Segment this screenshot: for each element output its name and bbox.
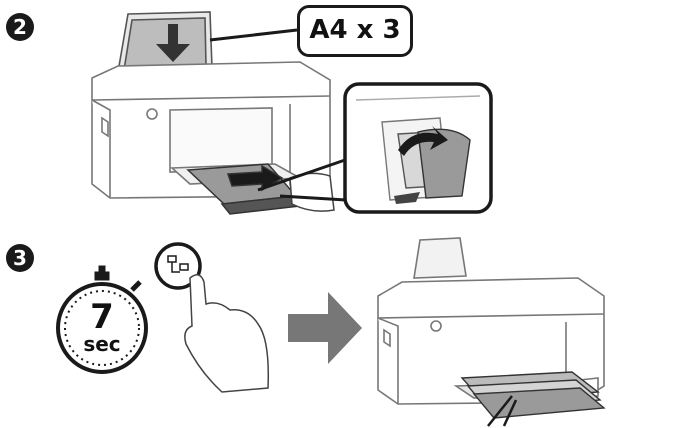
timer-unit: sec — [83, 332, 121, 356]
hand-icon — [289, 172, 335, 212]
printed-paper — [460, 371, 606, 419]
network-button-icon — [154, 242, 202, 290]
stopwatch-icon — [56, 265, 148, 374]
paper-quantity-callout: A4 x 3 — [297, 5, 413, 57]
timer-seconds: 7 — [90, 297, 114, 337]
right-arrow-icon — [288, 292, 362, 364]
hand-press-icon — [184, 274, 270, 393]
step-2-badge: 2 — [6, 13, 34, 41]
printer-step2 — [91, 11, 331, 199]
step-3-badge: 3 — [6, 244, 34, 272]
paper-arrow-icon — [156, 24, 190, 62]
output-tray — [186, 163, 302, 215]
zoom-inset — [257, 82, 493, 214]
